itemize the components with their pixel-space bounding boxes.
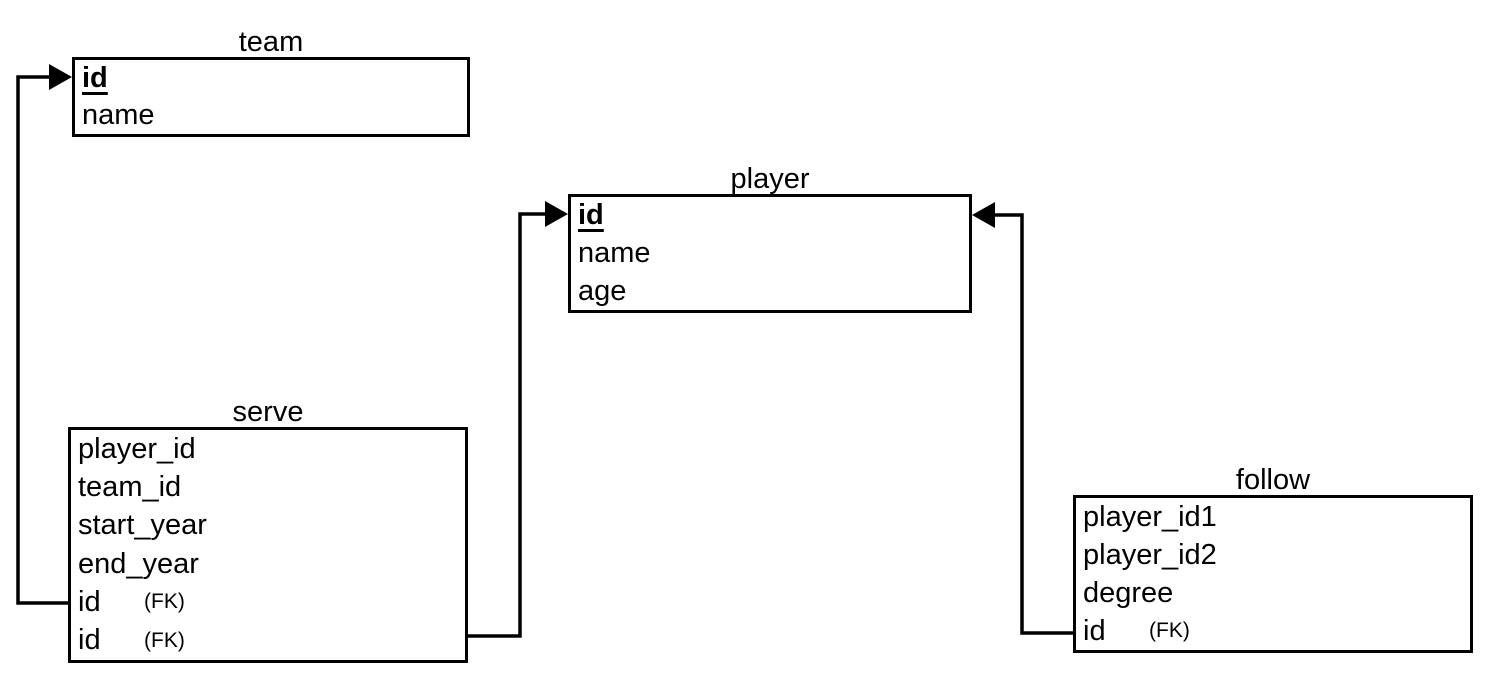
entity-serve: serve player_id team_id start_year end_y… [68,396,468,663]
column-row-serve-start-year: start_year [71,507,465,545]
arrowhead-into-team-icon [49,64,72,90]
fk-badge: (FK) [1149,619,1190,642]
arrowhead-into-player-right-icon [972,202,995,228]
column-name: player_id2 [1083,538,1217,571]
column-name: id [1083,614,1106,647]
column-name: id [78,624,101,657]
table-title-player: player [730,163,810,195]
fk-badge: (FK) [144,590,185,614]
column-row-follow-player-id1: player_id1 [1076,498,1470,536]
column-row-team-name: name [75,97,467,134]
column-row-serve-team-id: team_id [71,468,465,506]
table-box-team: id name [72,57,470,137]
connector-serve-team [16,75,68,605]
entity-player: player id name age [568,163,972,313]
column-name: id [82,62,108,94]
column-name: player_id [78,432,196,465]
entity-follow: follow player_id1 player_id2 degree id (… [1073,464,1473,653]
table-box-serve: player_id team_id start_year end_year id… [68,427,468,663]
table-title-serve: serve [232,396,304,428]
column-row-team-id: id [75,60,467,97]
column-name: degree [1083,576,1174,609]
column-name: player_id1 [1083,500,1217,533]
column-name: id [578,199,604,232]
column-row-follow-player-id2: player_id2 [1076,536,1470,574]
column-name: team_id [78,470,182,503]
entity-team: team id name [72,26,470,137]
column-name: age [578,274,627,307]
column-row-player-name: name [571,235,969,273]
connector-serve-player [468,212,545,638]
fk-badge: (FK) [144,628,185,652]
column-name: name [82,99,155,131]
column-name: start_year [78,509,207,542]
table-title-follow: follow [1235,464,1311,496]
arrowhead-into-player-left-icon [545,201,568,227]
column-row-follow-id-fk: id (FK) [1076,612,1470,650]
column-row-follow-degree: degree [1076,574,1470,612]
column-row-serve-id-fk1: id (FK) [71,583,465,621]
column-row-player-id: id [571,197,969,235]
column-row-player-age: age [571,272,969,310]
column-name: id [78,585,101,618]
column-name: end_year [78,547,199,580]
connector-follow-player [995,213,1073,635]
column-row-serve-id-fk2: id (FK) [71,622,465,660]
table-box-follow: player_id1 player_id2 degree id (FK) [1073,495,1473,653]
table-box-player: id name age [568,194,972,313]
column-row-serve-end-year: end_year [71,545,465,583]
column-row-serve-player-id: player_id [71,430,465,468]
column-name: name [578,237,651,269]
table-title-team: team [238,26,304,58]
